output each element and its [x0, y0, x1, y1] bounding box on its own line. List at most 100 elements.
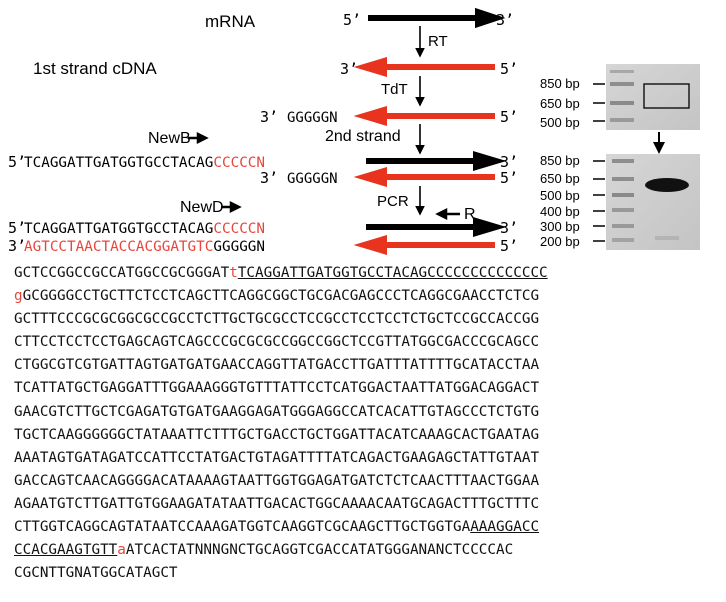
- rev-red-seq: AGTCCTAACTACCACGGATGTC: [24, 239, 213, 255]
- gel-bottom-ladder-300: [612, 224, 634, 228]
- r-arrow-icon: [435, 207, 460, 221]
- sequence-line: CCACGAAGTGTTaATCACTATNNNGNCTGCAGGTCGACCA…: [14, 539, 718, 562]
- sequence-primer-site: CCACGAAGTGTT: [14, 542, 118, 559]
- sequence-line: CTTCCTCCTCCTGAGCAGTCAGCCCGCGCGCCGGCCGGCT…: [14, 331, 718, 354]
- gel-bottom-marker-650: 650 bp: [540, 171, 580, 186]
- gel-bottom-ladder-400: [612, 208, 634, 212]
- rt-pcr-diagram: mRNA 1st strand cDNA 5’ 3’ RT 3’ 5’ TdT …: [8, 7, 700, 256]
- sequence-segment: GCTCCGGCCGCCATGGCCGCGGGAT: [14, 265, 230, 281]
- sequence-line: GCTTTCCCGCGCGGCGCCGCCTCTTGCTGCGCCTCCGCCT…: [14, 308, 718, 331]
- product1-three-prime: 3’: [500, 153, 518, 171]
- first-strand-cdna-label: 1st strand cDNA: [33, 59, 157, 78]
- newd-label: NewD: [180, 199, 224, 216]
- second-strand-label: 2nd strand: [325, 128, 401, 145]
- cdna-sequence-block: GCTCCGGCCGCCATGGCCGCGGGATtTCAGGATTGATGGT…: [14, 262, 718, 585]
- product1-top-sequence: TCAGGATTGATGGTGCCTACAGCCCCCN: [24, 155, 265, 171]
- gel-bottom-ladder-650: [612, 177, 634, 181]
- sequence-segment: ATCACTATNNNGNCTGCAGGTCGACCATATGGGANANCTC…: [125, 542, 514, 559]
- gel-bottom-marker-850: 850 bp: [540, 153, 580, 168]
- gtail-sequence: GGGGGN: [287, 110, 338, 126]
- mrna-three-prime: 3’: [496, 11, 514, 29]
- sequence-line: GCTCCGGCCGCCATGGCCGCGGGATtTCAGGATTGATGGT…: [14, 262, 718, 285]
- product2-bottom-five-prime: 5’: [500, 237, 518, 255]
- sequence-line: GACCAGTCAACAGGGGACATAAAAGTAATTGGTGGAGATG…: [14, 470, 718, 493]
- gel-bottom-marker-200: 200 bp: [540, 234, 580, 249]
- sequence-segment: CTTGGTCAGGCAGTATAATCCAAAGATGGTCAAGGTCGCA…: [14, 519, 471, 536]
- sequence-primer-site: TCAGGATTGATGGTGCCTACAGCCCCCCCCCCCCCC: [237, 265, 548, 281]
- gel-bottom-product-band: [645, 178, 689, 192]
- sequence-marker-base: a: [117, 542, 126, 559]
- product2-three-prime: 3’: [500, 219, 518, 237]
- gel-top-marker-850: 850 bp: [540, 76, 580, 91]
- gel-top-marker-650: 650 bp: [540, 96, 580, 111]
- gel-bottom-faint-band: [655, 236, 679, 240]
- product1-black-arrow: [366, 150, 507, 172]
- newd-arrow-icon: [221, 200, 242, 214]
- gel-top: 850 bp 650 bp 500 bp: [540, 64, 700, 130]
- gel-bottom-ladder-850: [612, 159, 634, 163]
- product2-top-sequence: TCAGGATTGATGGTGCCTACAGCCCCCN: [24, 221, 265, 237]
- product1-bottom-five-prime: 5’: [500, 169, 518, 187]
- sequence-segment: CTTCCTCCTCCTGAGCAGTCAGCCCGCGCGCCGGCCGGCT…: [14, 334, 540, 351]
- gtail-red-arrow: [353, 105, 495, 127]
- product2-five-prime: 5’: [8, 219, 26, 237]
- product2-bottom-sequence: AGTCCTAACTACCACGGATGTCGGGGGN: [24, 239, 265, 255]
- gel-top-marker-500: 500 bp: [540, 115, 580, 130]
- sequence-line: CTTGGTCAGGCAGTATAATCCAAAGATGGTCAAGGTCGCA…: [14, 516, 718, 539]
- sequence-segment: GCTTTCCCGCGCGGCGCCGCCTCTTGCTGCGCCTCCGCCT…: [14, 311, 540, 328]
- product2-bottom-three-prime: 3’: [8, 237, 26, 255]
- mrna-label: mRNA: [205, 12, 256, 31]
- gtail-three-prime: 3’: [260, 108, 278, 126]
- rt-label: RT: [428, 33, 448, 50]
- gel-bottom-ladder-500: [612, 193, 634, 197]
- sequence-line: AAATAGTGATAGATCCATTCCTATGACTGTAGATTTTATC…: [14, 447, 718, 470]
- sequence-marker-base: g: [14, 288, 23, 305]
- gel-top-ladder-500: [610, 118, 634, 122]
- newd-primer-seq: TCAGGATTGATGGTGCCTACAG: [24, 221, 213, 237]
- sequence-segment: CGCNTTGNATGGCATAGCT: [14, 565, 178, 582]
- sequence-line: CTGGCGTCGTGATTAGTGATGATGAACCAGGTTATGACCT…: [14, 354, 718, 377]
- gel-top-ladder-extra: [610, 70, 634, 73]
- gel-top-ladder-850: [610, 82, 634, 86]
- sequence-line: AGAATGTCTTGATTGTGGAAGATATAATTGACACTGGCAA…: [14, 493, 718, 516]
- newb-arrow-icon: [188, 131, 209, 145]
- gel-bottom-image: [606, 154, 700, 250]
- product2-black-arrow: [366, 216, 507, 238]
- product1-bottom-gtail: GGGGGN: [287, 171, 338, 187]
- product1-five-prime: 5’: [8, 153, 26, 171]
- product1-red-arrow: [353, 166, 495, 188]
- rev-gtail-seq: GGGGGN: [213, 239, 265, 255]
- cdna1-three-prime: 3’: [340, 60, 358, 78]
- gtail-five-prime: 5’: [500, 108, 518, 126]
- sequence-line: CGCNTTGNATGGCATAGCT: [14, 562, 718, 585]
- tdt-label: TdT: [381, 81, 408, 98]
- newb-primer-seq: TCAGGATTGATGGTGCCTACAG: [24, 155, 213, 171]
- gel-bottom-marker-400: 400 bp: [540, 204, 580, 219]
- sequence-primer-site: AAAGGACC: [470, 519, 540, 536]
- sequence-segment: GCGGGGCCTGCTTCTCCTCAGCTTCAGGCGGCTGCGACGA…: [22, 288, 540, 305]
- mrna-five-prime: 5’: [343, 11, 361, 29]
- sequence-segment: GACCAGTCAACAGGGGACATAAAAGTAATTGGTGGAGATG…: [14, 472, 540, 489]
- gel-bottom-marker-500: 500 bp: [540, 188, 580, 203]
- sequence-line: TCATTATGCTGAGGATTTGGAAAGGGTGTTTATTCCTCAT…: [14, 377, 718, 400]
- gel-bottom-ladder-200: [612, 238, 634, 242]
- cdna1-red-arrow: [353, 56, 495, 78]
- sequence-line: gGCGGGGCCTGCTTCTCCTCAGCTTCAGGCGGCTGCGACG…: [14, 285, 718, 308]
- gel-excised-band-box: [643, 83, 690, 109]
- sequence-segment: GAACGTCTTGCTCGAGATGTGATGAAGGAGATGGGAGGCC…: [14, 403, 540, 420]
- sequence-segment: AGAATGTCTTGATTGTGGAAGATATAATTGACACTGGCAA…: [14, 495, 540, 512]
- sequence-line: GAACGTCTTGCTCGAGATGTGATGAAGGAGATGGGAGGCC…: [14, 401, 718, 424]
- sequence-marker-base: t: [229, 265, 238, 281]
- product1-bottom-three-prime: 3’: [260, 169, 278, 187]
- sequence-line: TGCTCAAGGGGGGCTATAAATTCTTTGCTGACCTGCTGGA…: [14, 424, 718, 447]
- sequence-segment: TCATTATGCTGAGGATTTGGAAAGGGTGTTTATTCCTCAT…: [14, 380, 540, 397]
- cdna1-five-prime: 5’: [500, 60, 518, 78]
- mrna-arrow: [368, 7, 506, 29]
- newd-c-tail-seq: CCCCCN: [213, 221, 265, 237]
- pcr-label: PCR: [377, 193, 409, 210]
- sequence-segment: AAATAGTGATAGATCCATTCCTATGACTGTAGATTTTATC…: [14, 449, 540, 466]
- gel-top-ladder-650: [610, 101, 634, 105]
- product2-red-arrow: [353, 234, 495, 256]
- sequence-segment: TGCTCAAGGGGGGCTATAAATTCTTTGCTGACCTGCTGGA…: [14, 426, 540, 443]
- r-label: R: [464, 206, 476, 223]
